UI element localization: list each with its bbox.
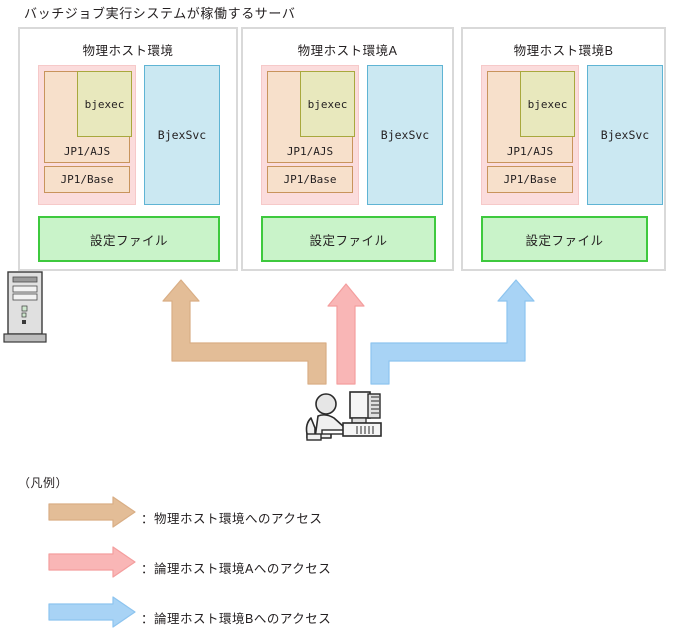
server-tower-icon [3,271,47,343]
jp1-base-box: JP1/Base [487,166,573,193]
jp1-ajs-box: bjexec JP1/AJS [267,71,355,163]
person-at-computer-icon [305,391,382,441]
bjexec-label: bjexec [307,97,348,111]
bjexsvc-box: BjexSvc [587,65,663,205]
host-panel-physical-a: 物理ホスト環境A bjexec JP1/AJS JP1/Base BjexSvc… [241,27,454,271]
bjexec-box: bjexec [300,71,355,137]
legend-label-logical-a: ：論理ホスト環境Aへのアクセス [141,562,332,576]
bjexsvc-box: BjexSvc [367,65,443,205]
bjexsvc-label: BjexSvc [157,128,207,142]
jp1-ajs-box: bjexec JP1/AJS [44,71,132,163]
config-file-label: 設定ファイル [89,233,168,248]
jp1-ajs-label: JP1/AJS [63,145,111,158]
legend-arrow-tan [48,496,136,528]
jp1-ajs-box: bjexec JP1/AJS [487,71,575,163]
access-arrow-logical-b [370,279,535,385]
host-panel-title: 物理ホスト環境A [297,44,398,58]
logical-host-container: bjexec JP1/AJS JP1/Base [38,65,136,205]
jp1-ajs-label: JP1/AJS [286,145,334,158]
jp1-base-box: JP1/Base [267,166,353,193]
logical-host-container: bjexec JP1/AJS JP1/Base [481,65,579,205]
jp1-base-label: JP1/Base [60,173,114,186]
page-title: バッチジョブ実行システムが稼働するサーバ [24,6,296,21]
host-panel-title: 物理ホスト環境B [513,44,614,58]
jp1-base-box: JP1/Base [44,166,130,193]
legend-arrow-pink [48,546,136,578]
bjexsvc-box: BjexSvc [144,65,220,205]
host-panel-title: 物理ホスト環境 [82,44,174,58]
jp1-base-label: JP1/Base [503,173,557,186]
logical-host-container: bjexec JP1/AJS JP1/Base [261,65,359,205]
access-arrow-logical-a [327,283,365,385]
legend-label-logical-b: ：論理ホスト環境Bへのアクセス [141,612,332,626]
bjexsvc-label: BjexSvc [380,128,430,142]
config-file-box: 設定ファイル [481,216,648,262]
legend-arrow-blue [48,596,136,628]
config-file-label: 設定ファイル [309,233,388,248]
config-file-box: 設定ファイル [38,216,220,262]
legend-title: （凡例） [18,476,69,490]
host-panel-physical-b: 物理ホスト環境B bjexec JP1/AJS JP1/Base BjexSvc… [461,27,666,271]
jp1-base-label: JP1/Base [283,173,337,186]
bjexec-box: bjexec [520,71,575,137]
bjexec-label: bjexec [527,97,568,111]
config-file-label: 設定ファイル [525,233,604,248]
legend-label-physical: ：物理ホスト環境へのアクセス [141,512,323,526]
config-file-box: 設定ファイル [261,216,436,262]
jp1-ajs-label: JP1/AJS [506,145,554,158]
access-arrow-physical [162,279,327,385]
bjexec-label: bjexec [84,97,125,111]
bjexec-box: bjexec [77,71,132,137]
host-panel-physical: 物理ホスト環境 bjexec JP1/AJS JP1/Base BjexSvc … [18,27,238,271]
bjexsvc-label: BjexSvc [600,128,650,142]
